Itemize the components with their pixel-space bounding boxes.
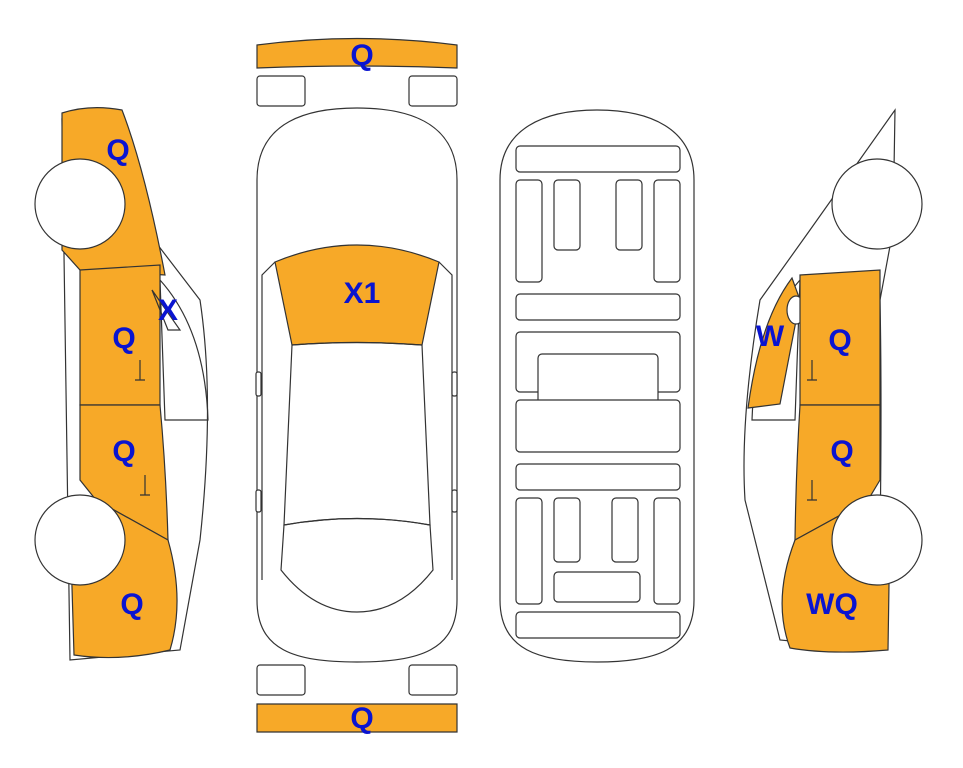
- left-a-pillar: [261, 261, 276, 580]
- right-rear-door-label: Q: [830, 435, 853, 468]
- windshield-label: X1: [344, 277, 381, 310]
- rear-window-outline: [280, 517, 434, 613]
- right-front-wheel: [831, 158, 923, 250]
- rear-right-taillight: [408, 664, 458, 696]
- underbody-parts: [515, 145, 681, 639]
- left-front-door-label: Q: [112, 322, 135, 355]
- car-top-body: [256, 107, 458, 663]
- left-side-window: [159, 278, 209, 421]
- right-side-view: [743, 108, 923, 653]
- front-bumper-panel[interactable]: [256, 37, 458, 69]
- right-front-door-label: Q: [828, 324, 851, 357]
- rear-left-taillight: [256, 664, 306, 696]
- right-a-pillar: [438, 261, 453, 580]
- right-mirror-top: [451, 371, 458, 397]
- left-handle-top: [255, 489, 262, 513]
- left-front-wheel: [34, 158, 126, 250]
- right-quarter-panel-label: WQ: [806, 588, 858, 621]
- left-rear-wheel: [34, 494, 126, 586]
- front-left-headlight: [256, 75, 306, 107]
- left-mirror-outline: [151, 289, 182, 331]
- left-side-view: [34, 107, 209, 661]
- left-mirror-top: [255, 371, 262, 397]
- right-handle-top: [451, 489, 458, 513]
- front-right-headlight: [408, 75, 458, 107]
- front-bumper-label: Q: [350, 39, 373, 72]
- right-mirror-label: W: [756, 320, 785, 353]
- left-front-fender-label: Q: [106, 134, 129, 167]
- left-rear-door-label: Q: [112, 435, 135, 468]
- rear-bumper-label: Q: [350, 702, 373, 735]
- left-mirror-label: X: [158, 294, 178, 327]
- left-quarter-panel-label: Q: [120, 588, 143, 621]
- right-rear-wheel: [831, 494, 923, 586]
- rear-bumper-panel[interactable]: [256, 703, 458, 733]
